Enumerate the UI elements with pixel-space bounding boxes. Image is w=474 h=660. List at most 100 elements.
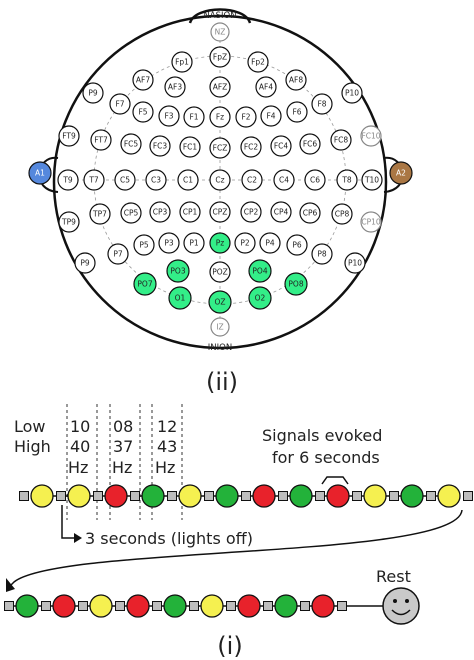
freq-group-3-unit: Hz	[155, 458, 175, 477]
electrode-fc4-label: FC4	[274, 142, 289, 151]
row2-gap-square-6	[189, 601, 199, 611]
row1-gap-square-9	[315, 491, 325, 501]
row2-light-6-yellow	[200, 594, 224, 618]
electrode-a2-circle	[389, 161, 413, 185]
electrode-fcz-circle	[209, 137, 231, 159]
electrode-c2: C2	[241, 169, 263, 191]
freq-group-2-low: 08	[113, 417, 133, 436]
row1-light-9-red	[326, 484, 350, 508]
electrode-fc4-circle	[270, 135, 292, 157]
stimulus-row-2	[4, 594, 347, 618]
electrode-fcz: FCZ	[209, 137, 231, 159]
electrode-af8-label: AF8	[289, 76, 303, 85]
electrode-c4-circle	[273, 169, 295, 191]
electrode-f7-label: F7	[115, 100, 124, 109]
electrode-fp2-circle	[247, 51, 269, 73]
electrode-fp2: Fp2	[247, 51, 269, 73]
electrode-af7-label: AF7	[136, 76, 150, 85]
electrode-p9-circle	[74, 252, 96, 274]
signals-evoked-line2: for 6 seconds	[272, 448, 380, 467]
electrode-fz: Fz	[209, 106, 231, 128]
lights-off-note: 3 seconds (lights off)	[85, 529, 253, 548]
electrode-o1-circle	[168, 286, 192, 310]
row2-gap-square-9	[300, 601, 310, 611]
electrode-po8-circle	[284, 272, 308, 296]
freq-group-1-unit: Hz	[68, 458, 88, 477]
electrode-af4-circle	[255, 76, 277, 98]
electrode-fp1-circle	[171, 51, 193, 73]
electrode-po4: PO4	[248, 259, 272, 283]
electrode-o2-label: O2	[255, 294, 266, 303]
electrode-ft9-label: FT9	[62, 132, 76, 141]
electrode-c2-label: C2	[247, 176, 257, 185]
electrode-po8-label: PO8	[288, 280, 303, 289]
electrode-cp1: CP1	[179, 201, 201, 223]
electrode-c3: C3	[145, 169, 167, 191]
row1-gap-square-11	[389, 491, 399, 501]
electrode-af4: AF4	[255, 76, 277, 98]
electrode-fc1-label: FC1	[183, 143, 198, 152]
electrode-p1-label: P1	[189, 239, 199, 248]
electrode-cp3-label: CP3	[153, 208, 168, 217]
electrode-cpz-label: CPZ	[213, 208, 228, 217]
row2-light-5-green	[163, 594, 187, 618]
row2-gap-square-2	[41, 601, 51, 611]
row1-light-2-yellow	[67, 484, 91, 508]
signals-evoked-line1: Signals evoked	[262, 426, 382, 445]
electrode-tp9: TP9	[58, 211, 80, 233]
electrode-cp8-label: CP8	[335, 210, 350, 219]
electrode-ft9: FT9	[58, 125, 80, 147]
electrode-p8-circle	[311, 243, 333, 265]
electrode-p3-circle	[158, 232, 180, 254]
electrode-p9-circle	[82, 82, 104, 104]
electrode-cp6: CP6	[299, 202, 321, 224]
electrode-f1-label: F1	[189, 113, 198, 122]
rest-smiley-icon	[382, 587, 420, 625]
electrode-pz-label: Pz	[216, 239, 225, 248]
electrode-t10-circle	[361, 169, 383, 191]
head-outline	[52, 14, 388, 350]
electrode-fp2-label: Fp2	[251, 58, 265, 67]
electrode-f2-label: F2	[241, 113, 250, 122]
freq-group-1: 10 40 Hz	[66, 404, 98, 520]
electrode-cp10-circle	[360, 211, 382, 233]
electrode-a1-circle	[28, 161, 52, 185]
row1-gap-square-5	[167, 491, 177, 501]
freq-group-2-high: 37	[113, 437, 133, 456]
electrode-c4: C4	[273, 169, 295, 191]
electrode-p2-circle	[234, 232, 256, 254]
electrode-af7-circle	[132, 69, 154, 91]
electrode-ft7-circle	[90, 129, 112, 151]
electrode-po4-circle	[248, 259, 272, 283]
electrode-f5: F5	[132, 101, 154, 123]
electrode-f6-label: F6	[292, 108, 301, 117]
row1-gap-square-10	[352, 491, 362, 501]
electrode-f4-circle	[260, 105, 282, 127]
electrode-p5-label: P5	[139, 241, 149, 250]
row1-light-1-yellow	[30, 484, 54, 508]
electrode-p10: P10	[341, 82, 363, 104]
electrode-p7-label: P7	[113, 250, 123, 259]
electrode-tp9-circle	[58, 211, 80, 233]
electrode-cz-circle	[209, 169, 231, 191]
electrode-c1: C1	[177, 169, 199, 191]
electrode-fc3: FC3	[149, 135, 171, 157]
electrode-fc2-label: FC2	[244, 143, 259, 152]
electrode-t8: T8	[336, 169, 358, 191]
electrode-f1: F1	[183, 106, 205, 128]
electrode-cp6-circle	[299, 202, 321, 224]
electrode-t9-label: T9	[62, 176, 73, 185]
panel-i-label: (i)	[217, 632, 242, 660]
electrode-iz: IZ	[210, 317, 230, 337]
electrode-iz-label: IZ	[216, 323, 223, 332]
electrode-a1: A1	[28, 161, 52, 185]
row1-gap-square-8	[278, 491, 288, 501]
electrode-t9-circle	[57, 169, 79, 191]
electrode-o1: O1	[168, 286, 192, 310]
electrode-oz-label: OZ	[214, 298, 225, 307]
electrode-o1-label: O1	[175, 294, 186, 303]
panel-ii-label: (ii)	[206, 368, 238, 396]
row1-light-11-green	[400, 484, 424, 508]
